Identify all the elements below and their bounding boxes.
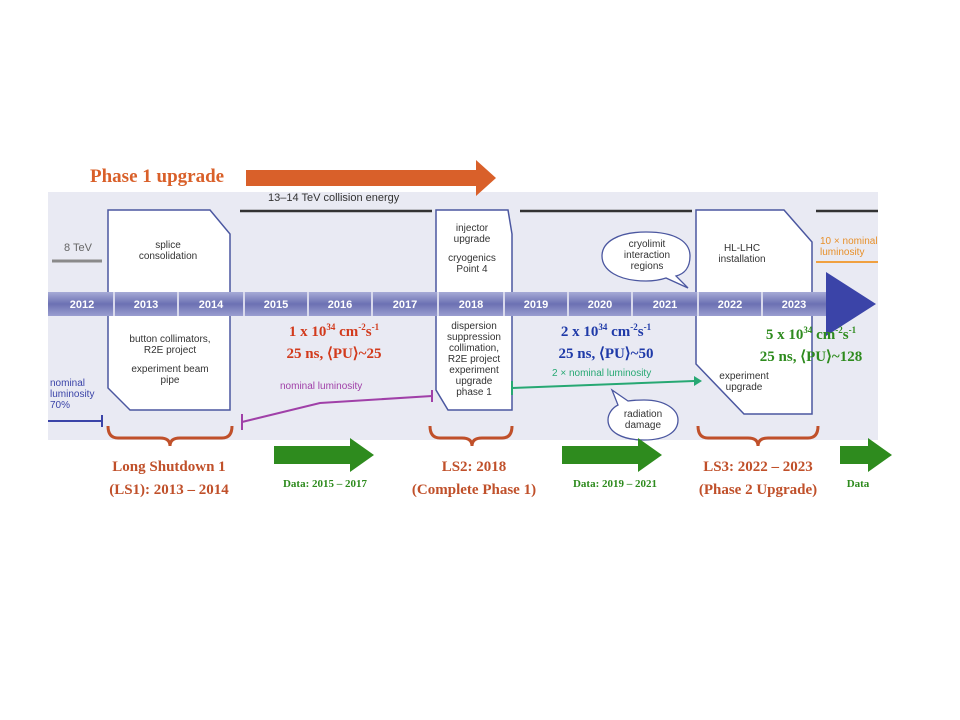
- year-2023: 2023: [781, 299, 807, 311]
- data-arrow-3: [840, 438, 892, 472]
- eight-tev-label: 8 TeV: [64, 242, 92, 254]
- nominal-luminosity-label: nominal luminosity: [280, 381, 363, 392]
- two-nominal-line: [511, 380, 695, 389]
- run2-lumi: 1 x 1034 cm-2s-1: [288, 322, 380, 341]
- ls3-label: LS3: 2022 – 2023(Phase 2 Upgrade): [698, 459, 818, 498]
- run3-pileup: 25 ns, ⟨PU⟩~50: [558, 346, 654, 362]
- year-2019: 2019: [523, 299, 549, 311]
- year-2021: 2021: [652, 299, 678, 311]
- ls3-bracket: [696, 425, 820, 447]
- hl-lhc-lumi: 5 x 1034 cm-2s-1: [765, 325, 857, 344]
- year-2020: 2020: [587, 299, 613, 311]
- run3-spec: 2 x 1034 cm-2s-1 25 ns, ⟨PU⟩~50: [516, 321, 696, 365]
- data-period-2: Data: 2019 – 2021: [572, 478, 658, 490]
- cryolimit-bubble: [601, 231, 691, 289]
- year-2017: 2017: [392, 299, 418, 311]
- data-arrow-1: [274, 438, 374, 472]
- year-2016: 2016: [327, 299, 353, 311]
- ls1-bracket: [106, 425, 234, 447]
- year-2013: 2013: [133, 299, 159, 311]
- year-2012: 2012: [69, 299, 95, 311]
- run2-pileup: 25 ns, ⟨PU⟩~25: [286, 346, 382, 362]
- ls1-bottom-text: button collimators,R2E project experimen…: [129, 334, 211, 386]
- ls2-label: LS2: 2018(Complete Phase 1): [411, 459, 537, 498]
- radiation-bubble: [607, 388, 679, 441]
- ten-nominal-label: 10 × nominal luminosity: [820, 236, 878, 258]
- phase1-label: Phase 1 upgrade: [90, 166, 225, 187]
- axis-arrowhead: [826, 272, 876, 336]
- data-period-1: Data: 2015 – 2017: [282, 478, 368, 490]
- hl-lhc-pileup: 25 ns, ⟨PU⟩~128: [759, 349, 863, 365]
- phase1-arrow: [246, 160, 496, 196]
- year-2015: 2015: [263, 299, 289, 311]
- year-dividers: [113, 292, 763, 316]
- ls2-bracket: [428, 425, 514, 447]
- data-period-3: Data: [846, 478, 870, 490]
- year-2022: 2022: [717, 299, 743, 311]
- year-2014: 2014: [198, 299, 224, 311]
- run3-lumi: 2 x 1034 cm-2s-1: [560, 322, 652, 341]
- nominal-luminosity-line: [241, 395, 433, 423]
- hl-lhc-spec: 5 x 1034 cm-2s-1 25 ns, ⟨PU⟩~128: [736, 324, 886, 368]
- two-nominal-label: 2 × nominal luminosity: [552, 368, 652, 379]
- year-2018: 2018: [458, 299, 484, 311]
- energy-label: 13–14 TeV collision energy: [268, 192, 400, 204]
- run2-spec: 1 x 1034 cm-2s-1 25 ns, ⟨PU⟩~25: [244, 321, 424, 365]
- data-arrow-2: [562, 438, 662, 472]
- ls1-label: Long Shutdown 1(LS1): 2013 – 2014: [109, 459, 229, 498]
